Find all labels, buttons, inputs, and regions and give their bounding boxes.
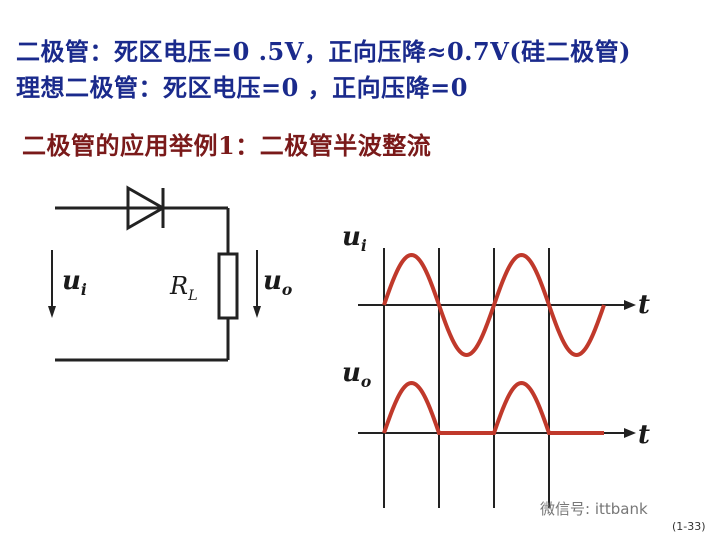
wechat-watermark: 微信号: ittbank	[540, 500, 648, 518]
wave-output-label: uo	[342, 358, 372, 392]
wave-input-label: ui	[342, 222, 367, 256]
circuit-output-label: uo	[263, 266, 293, 300]
header-line-diode: 二极管：死区电压=0 .5V，正向压降≈0.7V(硅二极管)	[16, 37, 632, 66]
diode-symbol	[126, 185, 167, 231]
time-label-top: t	[638, 290, 651, 320]
output-time-axis-arrow	[624, 428, 636, 438]
page-number: (1-33)	[672, 520, 706, 533]
section-title: 二极管的应用举例1：二极管半波整流	[22, 131, 432, 160]
waveform-vertical-gridlines	[383, 248, 550, 508]
input-arrow-head	[48, 306, 56, 318]
resistor-label: RL	[170, 272, 198, 304]
input-time-axis-arrow	[624, 300, 636, 310]
output-arrow-head	[253, 306, 261, 318]
input-sine-wave	[382, 252, 606, 358]
output-rectified-wave	[382, 380, 604, 435]
circuit-input-label: ui	[62, 266, 87, 300]
time-label-bottom: t	[638, 420, 651, 450]
header-line-ideal-diode: 理想二极管：死区电压=0 ，正向压降=0	[16, 73, 468, 102]
